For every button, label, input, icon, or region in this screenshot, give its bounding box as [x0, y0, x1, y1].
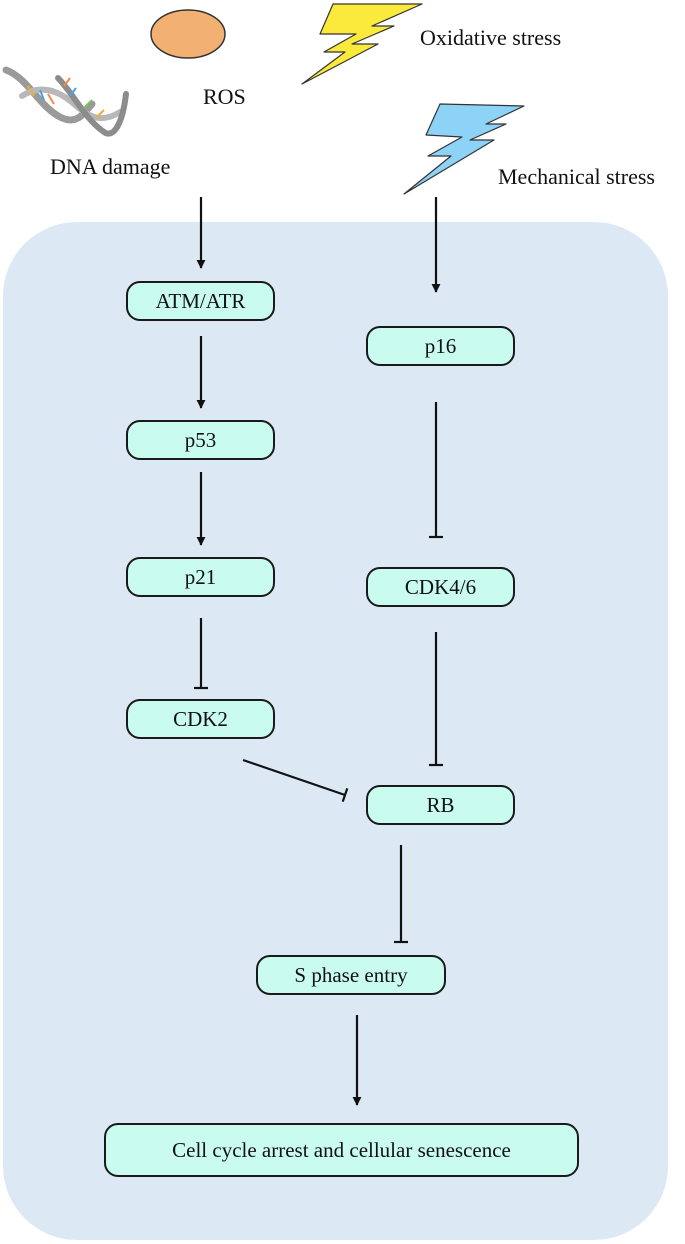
- dna-damage-label: DNA damage: [50, 154, 171, 179]
- node-atm-atr: ATM/ATR: [126, 281, 275, 321]
- node-cdk4-6: CDK4/6: [366, 567, 515, 607]
- cell-region: [3, 222, 668, 1240]
- node-p16: p16: [366, 326, 515, 366]
- ros-label: ROS: [203, 84, 246, 109]
- oxidative-stress-label: Oxidative stress: [420, 25, 562, 50]
- node-p53: p53: [126, 420, 275, 460]
- inhibition-bar: [341, 788, 349, 802]
- dna-helix-icon: [2, 66, 129, 137]
- node-s-phase-entry: S phase entry: [256, 955, 446, 995]
- mechanical-lightning-icon: [403, 103, 525, 195]
- node-outcome: Cell cycle arrest and cellular senescenc…: [104, 1123, 579, 1177]
- node-cdk2: CDK2: [126, 699, 275, 739]
- node-rb: RB: [366, 785, 515, 825]
- ros-ellipse-icon: [150, 9, 226, 59]
- mechanical-stress-label: Mechanical stress: [498, 164, 655, 189]
- oxidative-lightning-icon: [301, 3, 423, 85]
- edge-inhibition: [242, 758, 346, 797]
- node-p21: p21: [126, 557, 275, 597]
